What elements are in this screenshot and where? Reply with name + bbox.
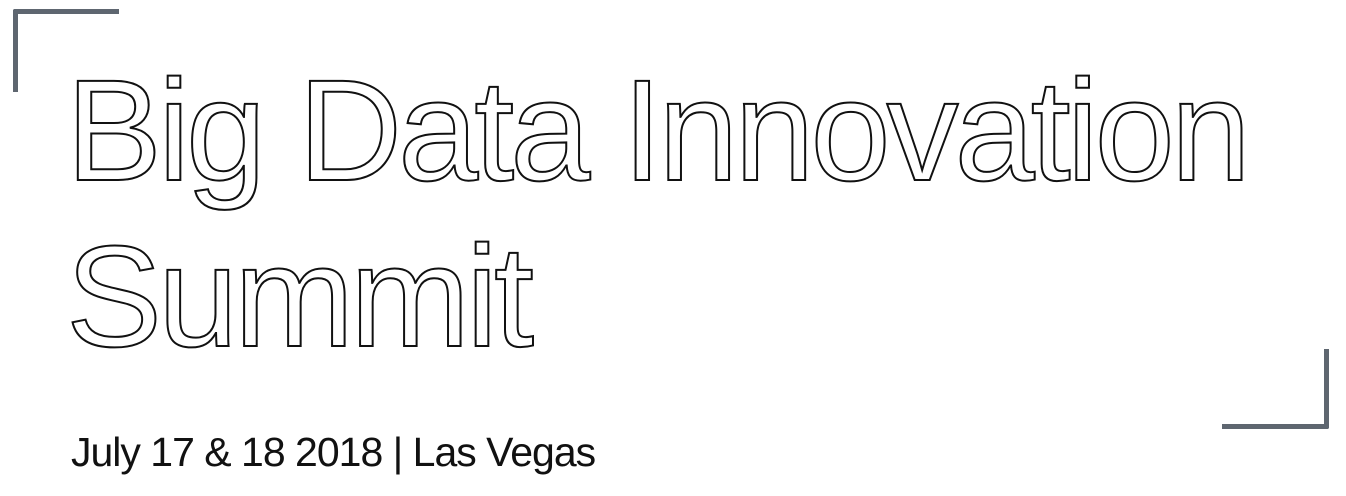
event-title-line-2: Summit [65,215,535,378]
event-title-line-1: Big Data Innovation [65,49,1252,212]
corner-bracket-bottom-right [1222,349,1329,429]
corner-bracket-top-left [13,9,119,92]
event-date-location: July 17 & 18 2018 | Las Vegas [71,429,596,475]
event-title: Big Data Innovation Summit [65,48,1252,380]
